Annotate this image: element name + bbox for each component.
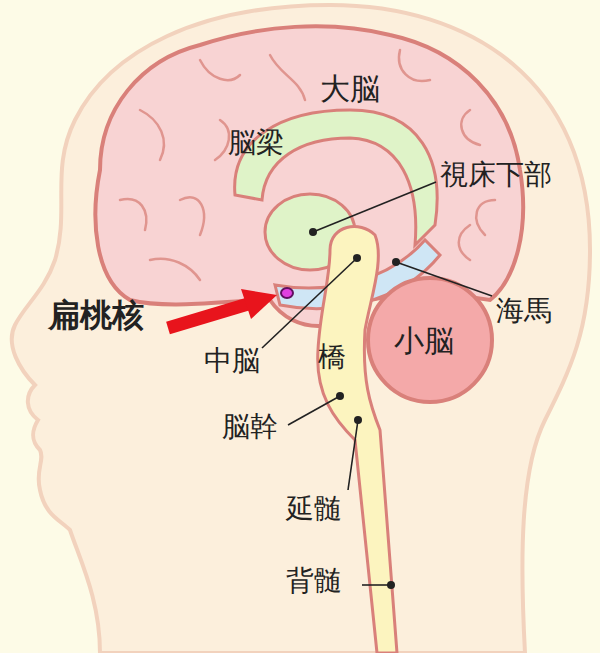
part-label: 中脳 xyxy=(204,346,260,377)
leader-lines xyxy=(262,182,492,585)
part-label: 扁桃核 xyxy=(48,298,144,333)
leader-dots xyxy=(309,228,400,589)
part-label: 脳梁 xyxy=(228,128,284,159)
part-label: 背髄 xyxy=(286,566,342,597)
part-label: 延髄 xyxy=(286,494,342,525)
part-label: 海馬 xyxy=(496,296,552,327)
part-label: 小脳 xyxy=(394,324,454,357)
part-label: 橋 xyxy=(318,342,346,373)
part-label: 視床下部 xyxy=(440,160,552,191)
gyri-lines xyxy=(120,50,495,280)
amygdala-shape xyxy=(281,288,293,298)
head-silhouette xyxy=(12,5,590,653)
part-label: 大脳 xyxy=(320,72,380,105)
part-label: 脳幹 xyxy=(222,412,278,443)
pointer-arrow xyxy=(168,289,277,328)
cerebellum-shape xyxy=(368,278,492,402)
